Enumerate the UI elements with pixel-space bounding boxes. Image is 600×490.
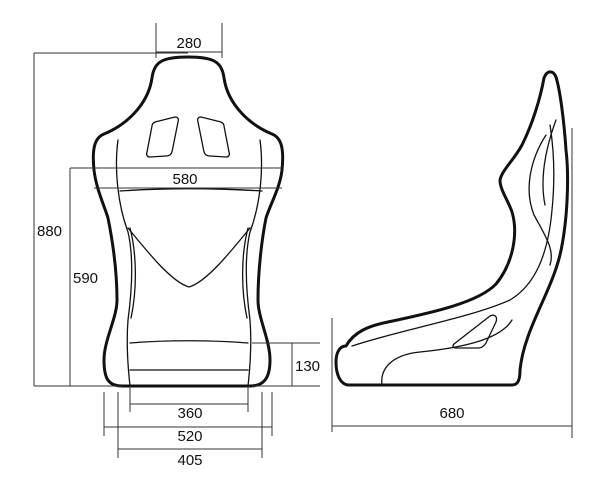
front-view-outline [91,55,285,388]
seat-cushion-top-line [129,340,249,344]
dim-680-label: 680 [439,405,464,422]
front-view [91,55,285,388]
dim-520-label: 520 [177,428,202,445]
dim-590-label: 590 [73,270,98,287]
front-left-bolster-line [115,139,133,387]
side-view-outline [334,70,570,387]
dim-580-label: 580 [172,171,197,188]
backrest-lumbar-curve [127,227,251,288]
front-left-bolster-inner [129,227,137,319]
side-bolster-curve [528,134,552,266]
left-harness-slot [145,116,180,158]
side-lower-contour [381,319,513,386]
dimension-labels: 280 580 880 590 130 360 520 405 680 [37,35,465,469]
dimension-lines [33,23,573,458]
dim-130-label: 130 [295,358,320,375]
side-view [334,70,570,387]
side-inner-contour [351,124,555,347]
side-slot [452,314,498,349]
dim-280-label: 280 [176,35,201,52]
dim-880-label: 880 [37,223,62,240]
front-right-bolster-line [245,139,263,387]
right-harness-slot [196,116,231,158]
side-upper-curve [542,119,557,206]
front-right-bolster-inner [241,227,249,319]
backrest-cushion-line [119,188,263,192]
dim-360-label: 360 [177,405,202,422]
dim-405-label: 405 [177,452,202,469]
